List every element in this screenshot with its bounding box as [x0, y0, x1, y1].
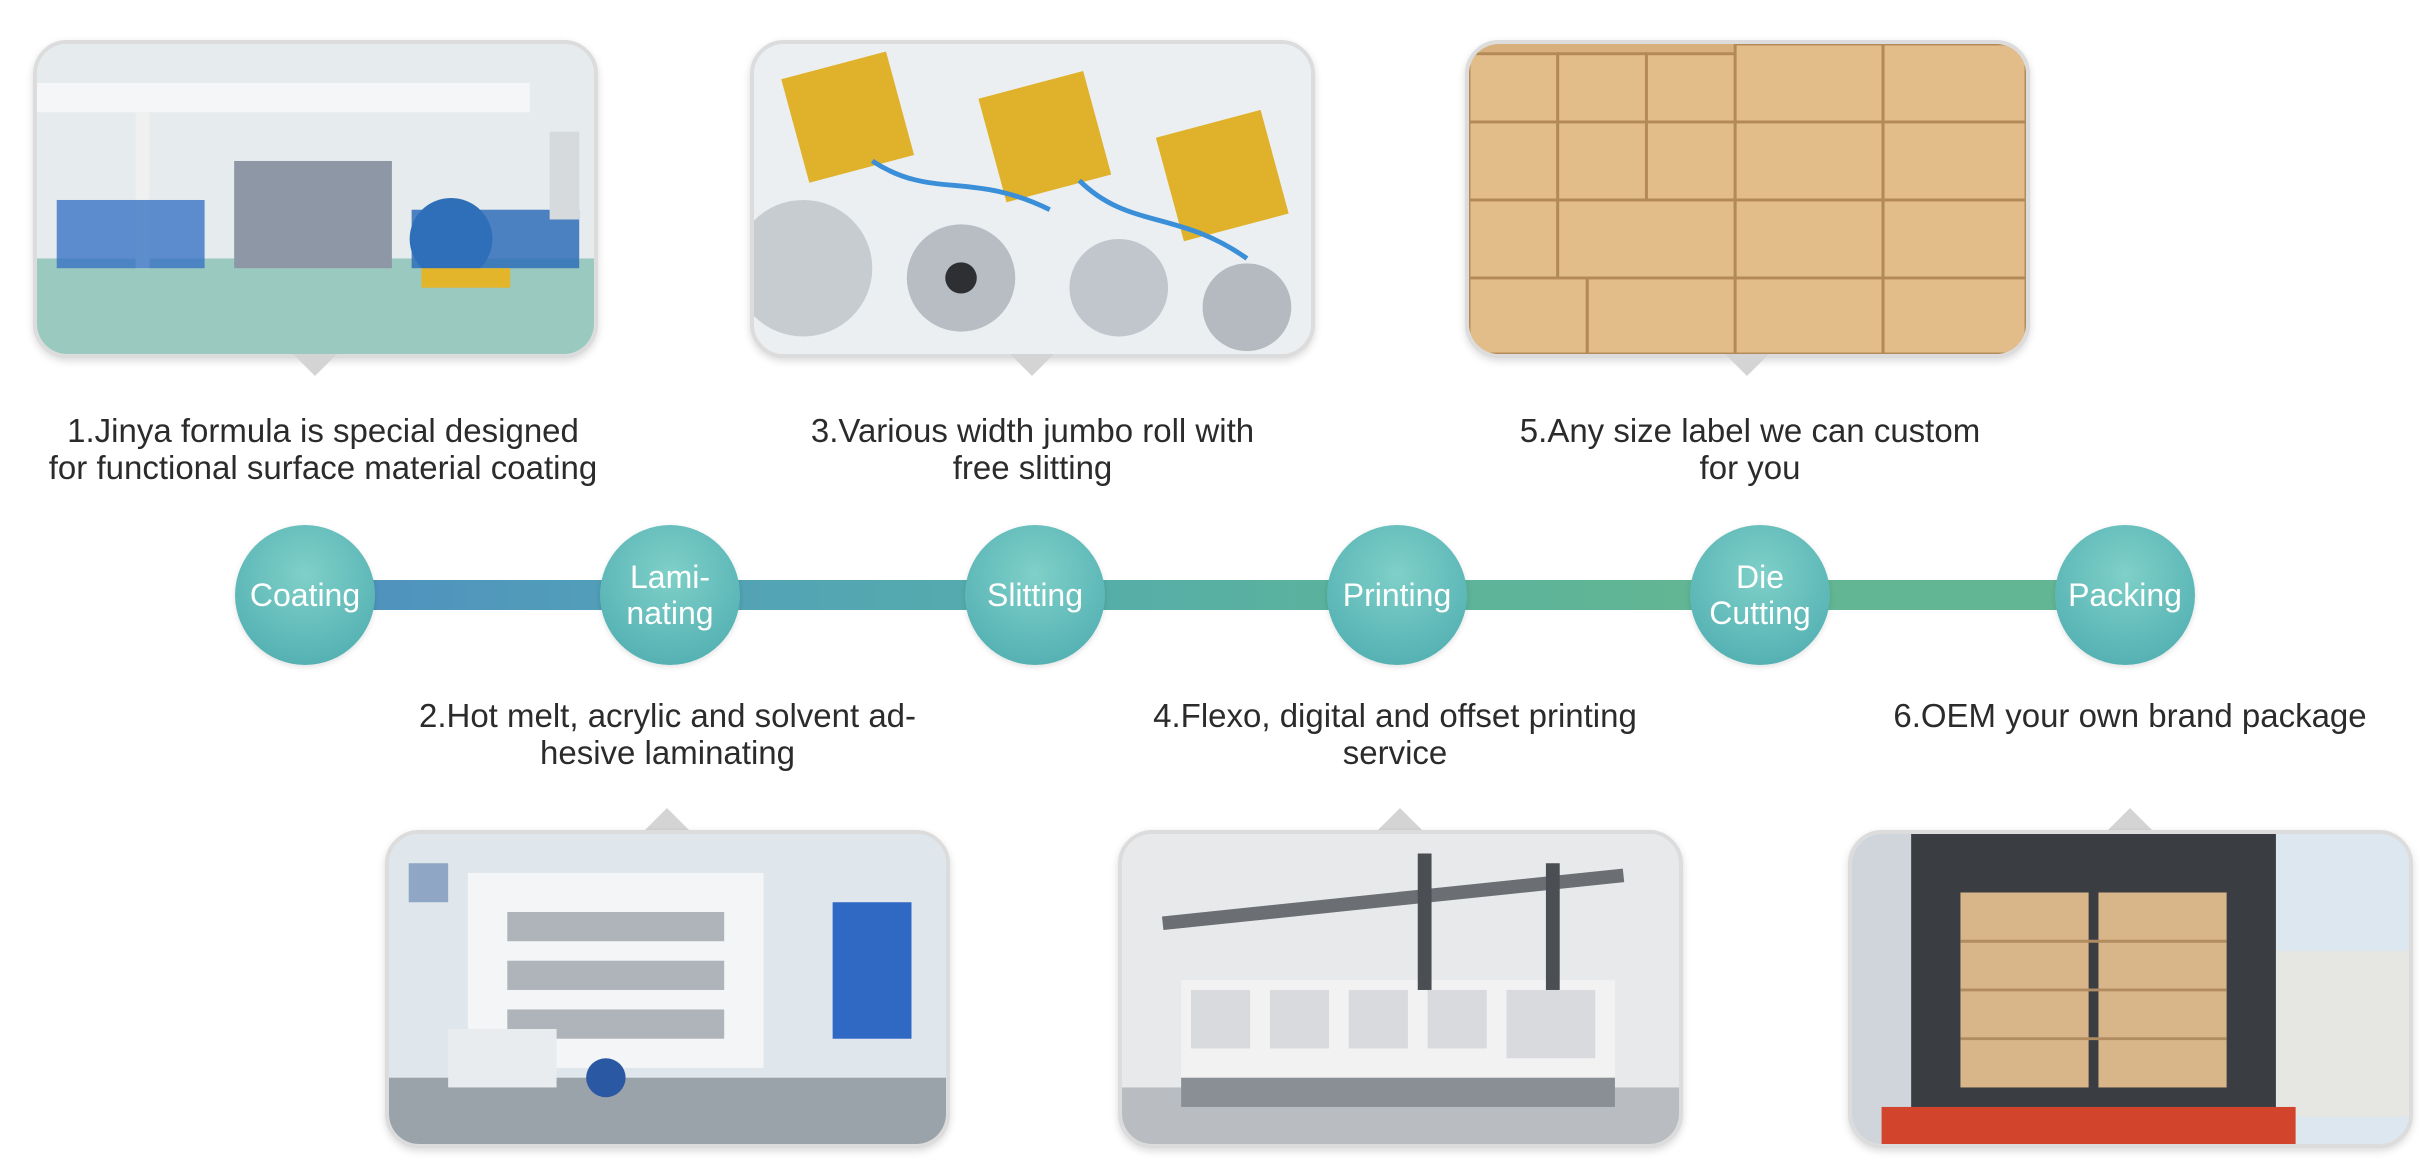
- step-node-die-cutting: Die Cutting: [1690, 525, 1830, 665]
- caption-step-1: 1.Jinya formula is special designed for …: [48, 412, 598, 486]
- callout-pointer: [1725, 354, 1769, 376]
- caption-step-2: 2.Hot melt, acrylic and solvent ad- hesi…: [418, 697, 917, 771]
- photo-printing-press: [1118, 830, 1683, 1148]
- photo-container-loading: [1848, 830, 2413, 1148]
- coating-workshop-illustration: [37, 44, 594, 354]
- caption-step-4: 4.Flexo, digital and offset printing ser…: [1153, 697, 1637, 771]
- photo-coating-workshop: [33, 40, 598, 358]
- photo-card-container: [1848, 808, 2413, 1148]
- slitting-blades-illustration: [754, 44, 1311, 354]
- step-node-packing: Packing: [2055, 525, 2195, 665]
- photo-card-printing: [1118, 808, 1683, 1148]
- step-node-printing: Printing: [1327, 525, 1467, 665]
- photo-card-cartons: [1465, 40, 2030, 376]
- photo-card-laminating: [385, 808, 950, 1148]
- callout-pointer: [2108, 808, 2152, 830]
- callout-pointer: [1378, 808, 1422, 830]
- step-node-slitting: Slitting: [965, 525, 1105, 665]
- caption-step-6: 6.OEM your own brand package: [1893, 697, 2367, 734]
- printing-press-illustration: [1122, 834, 1679, 1144]
- photo-card-slitting: [750, 40, 1315, 376]
- step-node-coating: Coating: [235, 525, 375, 665]
- carton-stack-illustration: [1469, 44, 2026, 354]
- laminating-machine-illustration: [389, 834, 946, 1144]
- photo-slitting-blades: [750, 40, 1315, 358]
- callout-pointer: [645, 808, 689, 830]
- container-loading-illustration: [1852, 834, 2409, 1144]
- photo-laminating-machine: [385, 830, 950, 1148]
- caption-step-5: 5.Any size label we can custom for you: [1519, 412, 1981, 486]
- callout-pointer: [293, 354, 337, 376]
- step-node-laminating: Lami- nating: [600, 525, 740, 665]
- caption-step-3: 3.Various width jumbo roll with free sli…: [810, 412, 1255, 486]
- photo-carton-stack: [1465, 40, 2030, 358]
- photo-card-coating: [33, 40, 598, 376]
- callout-pointer: [1010, 354, 1054, 376]
